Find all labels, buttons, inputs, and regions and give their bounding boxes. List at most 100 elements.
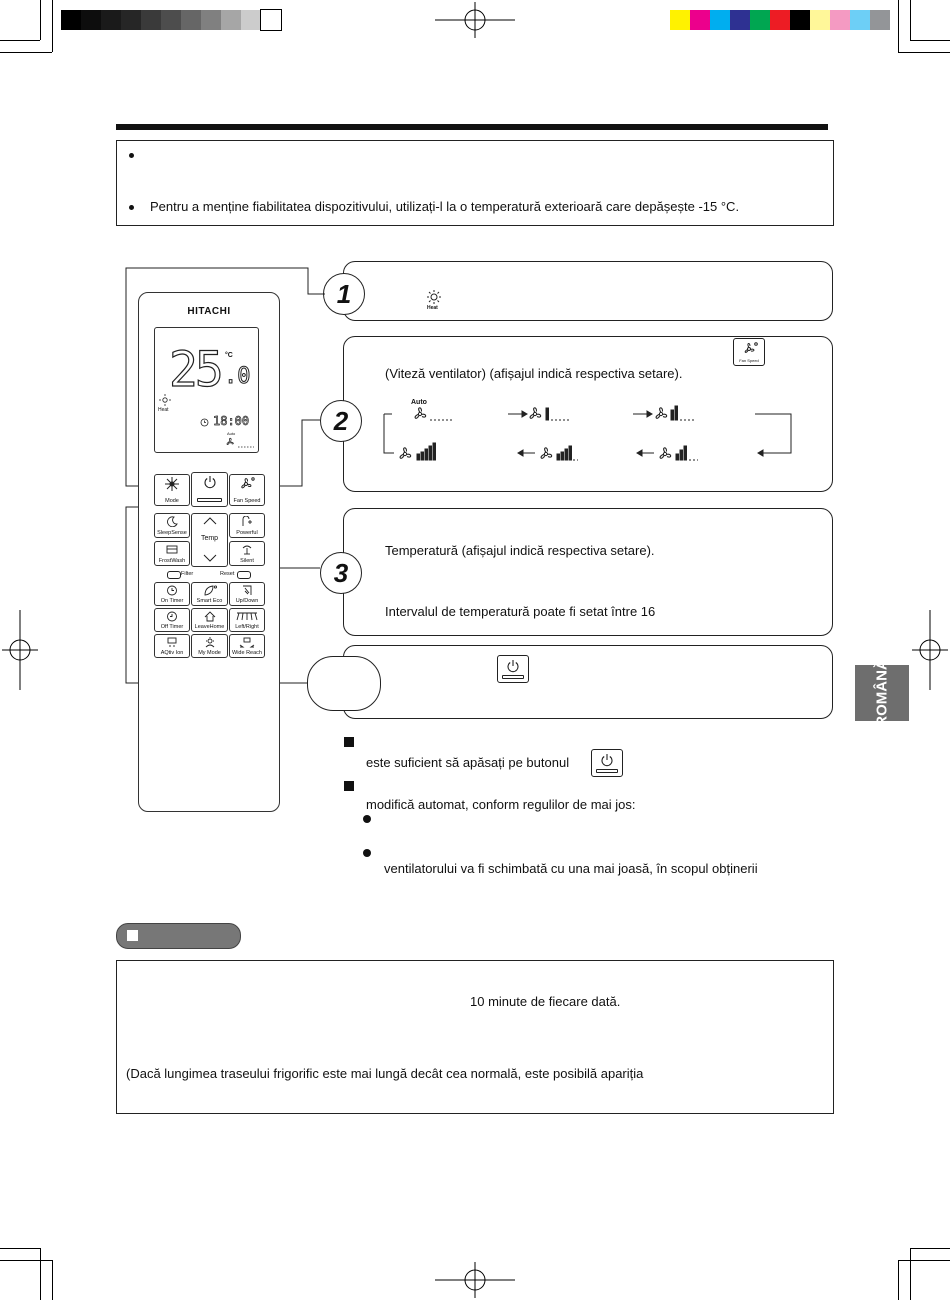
color-swatch <box>870 10 890 30</box>
note-text-2: modifică automat, conform regulilor de m… <box>366 797 636 812</box>
leaf-icon <box>204 585 217 596</box>
powerful-button[interactable]: Powerful <box>229 513 265 538</box>
my-mode-button[interactable]: My Mode <box>191 634 228 658</box>
sleep-sense-button[interactable]: SleepSense <box>154 513 190 538</box>
frost-wash-button[interactable]: FrostWash <box>154 541 190 566</box>
swing-horizontal-icon <box>236 612 258 621</box>
gray-swatch <box>221 10 241 30</box>
temperature-readout: 25 <box>168 341 224 398</box>
aqtiv-ion-button[interactable]: AQtiv Ion <box>154 634 190 658</box>
mode-button[interactable]: Mode <box>154 474 190 506</box>
step3-number: 3 <box>320 552 362 594</box>
power-icon-box <box>591 749 623 777</box>
left-right-button[interactable]: Left/Right <box>229 608 265 632</box>
on-timer-button[interactable]: On Timer <box>154 582 190 606</box>
color-swatch <box>730 10 750 30</box>
note-line: Pentru a menține fiabilitatea dispozitiv… <box>150 199 740 214</box>
my-mode-icon <box>205 637 214 648</box>
smart-eco-button[interactable]: Smart Eco <box>191 582 228 606</box>
fan-auto-label: Auto <box>227 431 236 436</box>
timer-icon <box>167 585 177 596</box>
gray-swatch <box>201 10 221 30</box>
auto-label: Auto <box>411 399 427 406</box>
up-down-button[interactable]: Up/Down <box>229 582 265 606</box>
silent-button[interactable]: Silent <box>229 541 265 566</box>
color-swatch <box>790 10 810 30</box>
mode-icon <box>165 477 179 491</box>
brand-logo: HITACHI <box>187 306 231 317</box>
fan-speed-cycle <box>383 405 792 461</box>
leave-home-button[interactable]: LeaveHome <box>191 608 228 632</box>
color-swatch <box>710 10 730 30</box>
fan-display-icon <box>226 437 254 448</box>
temp-up-icon <box>203 517 216 525</box>
bottom-line-2: (Dacă lungimea traseului frigorific este… <box>126 1066 644 1081</box>
note-square-bullet <box>344 781 354 791</box>
fan-speed-button[interactable]: Fan Speed <box>229 474 265 506</box>
step3-line1: Temperatură (afișajul indică respectiva … <box>385 543 655 558</box>
note-text-3: ventilatorului va fi schimbată cu una ma… <box>384 861 758 876</box>
note-box <box>116 140 834 226</box>
color-swatch <box>810 10 830 30</box>
home-icon <box>204 611 215 622</box>
color-swatch <box>690 10 710 30</box>
gray-swatch <box>260 9 282 31</box>
gray-swatch <box>121 10 141 30</box>
step2-number: 2 <box>320 400 362 442</box>
reset-button[interactable] <box>237 571 251 579</box>
temp-button[interactable]: Temp <box>191 513 228 567</box>
bottom-box <box>116 960 834 1114</box>
fan-speed-icon-box: Fan Speed <box>733 338 765 366</box>
heading-rule <box>116 124 828 130</box>
gray-swatch <box>101 10 121 30</box>
lcd-display: 25 .0 °C Heat 18:00 Auto <box>154 327 259 453</box>
color-swatch <box>830 10 850 30</box>
color-swatch <box>750 10 770 30</box>
wide-reach-button[interactable]: Wide Reach <box>229 634 265 658</box>
fan-speed-icon-label: Fan Speed <box>739 358 759 363</box>
color-swatch <box>770 10 790 30</box>
step2-text: (Viteză ventilator) (afișajul indică res… <box>385 366 683 381</box>
bullet <box>129 205 134 210</box>
power-button[interactable] <box>191 472 228 507</box>
step1-number: 1 <box>323 273 365 315</box>
color-swatch <box>850 10 870 30</box>
heat-mode-icon <box>159 394 171 406</box>
wide-reach-icon <box>239 637 255 648</box>
gray-swatch <box>81 10 101 30</box>
sleep-icon <box>167 516 178 527</box>
swing-vertical-icon <box>243 585 252 595</box>
step3-box <box>343 508 833 636</box>
bottom-line-1: 10 minute de fiecare dată. <box>470 994 621 1009</box>
step4-label-shape <box>307 656 381 711</box>
gray-swatch <box>161 10 181 30</box>
temperature-decimal: .0 <box>224 364 251 390</box>
note-square-bullet <box>344 737 354 747</box>
power-icon <box>601 754 613 767</box>
clock-readout: 18:00 <box>213 414 250 429</box>
power-icon <box>203 476 216 489</box>
reset-label: Reset <box>220 571 235 577</box>
ion-icon <box>167 637 177 647</box>
power-icon-box <box>497 655 529 683</box>
gray-swatch <box>141 10 161 30</box>
bullet <box>129 153 134 158</box>
language-tab: ROMÂNĂ <box>855 659 909 727</box>
off-timer-button[interactable]: Off Timer <box>154 608 190 632</box>
fan-icon <box>241 477 255 489</box>
timer-icon <box>167 611 177 622</box>
gray-swatch <box>61 10 81 30</box>
fan-icon <box>744 342 758 353</box>
gray-swatch <box>181 10 201 30</box>
step1-box <box>343 261 833 321</box>
clock-icon <box>200 418 209 427</box>
temp-down-icon <box>203 554 216 562</box>
note-dot-bullet <box>363 815 371 823</box>
mode-label: Heat <box>158 407 169 413</box>
note-text-1: este suficient să apăsați pe butonul <box>366 755 570 770</box>
step4-box <box>343 645 833 719</box>
powerful-icon <box>242 516 252 526</box>
color-swatch <box>670 10 690 30</box>
step3-line2: Intervalul de temperatură poate fi setat… <box>385 604 656 619</box>
